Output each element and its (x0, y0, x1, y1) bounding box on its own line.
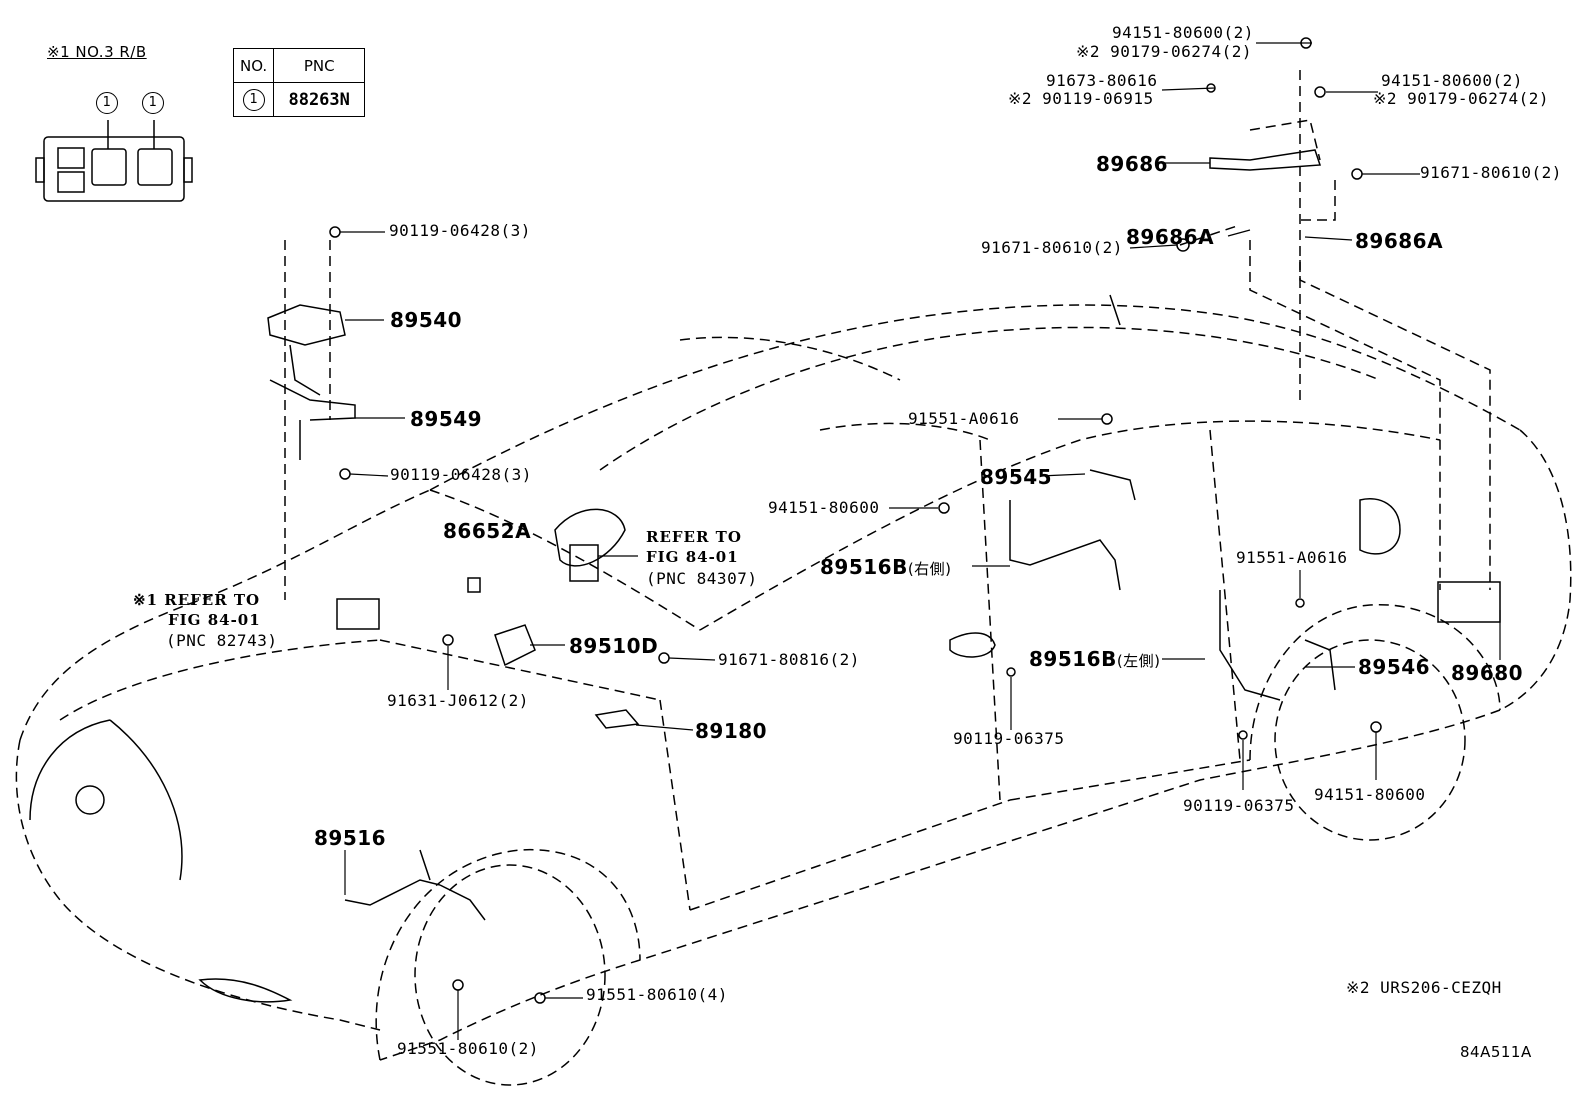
part-label-94151-80600-mid[interactable]: 94151-80600 (768, 498, 880, 517)
part-label-91671-80610-mid[interactable]: 91671-80610(2) (981, 238, 1123, 257)
rb-note: ※1 NO.3 R/B (47, 43, 147, 61)
table-header-pnc: PNC (273, 48, 366, 83)
table-header-no: NO. (232, 48, 275, 83)
part-label-89540[interactable]: 89540 (390, 308, 463, 332)
part-label-90119-06428-top[interactable]: 90119-06428(3) (389, 221, 531, 240)
part-label-89516B-left[interactable]: 89516B(左側) (1029, 647, 1161, 671)
part-label-89680[interactable]: 89680 (1451, 661, 1524, 685)
table-row-pnc: 88263N (273, 82, 366, 117)
part-label-89510D[interactable]: 89510D (569, 634, 659, 658)
refer-84307-line2: FIG 84-01 (646, 548, 739, 566)
part-label-89686A-left[interactable]: 89686A (1126, 225, 1215, 249)
part-label-91551-A0616-top[interactable]: 91551-A0616 (908, 409, 1020, 428)
leader-lines (340, 42, 1501, 1040)
part-label-89686A-right[interactable]: 89686A (1355, 229, 1444, 253)
part-label-90119-06375-right[interactable]: 90119-06375 (1183, 796, 1295, 815)
note-urs206: ※2 URS206-CEZQH (1346, 978, 1502, 997)
part-label-94151-80600-b[interactable]: 94151-80600(2) (1381, 71, 1523, 90)
part-label-89686[interactable]: 89686 (1096, 152, 1169, 176)
part-label-89545[interactable]: 89545 (980, 465, 1053, 489)
callout-2: 1 (142, 92, 164, 114)
part-label-89180[interactable]: 89180 (695, 719, 768, 743)
part-label-89516[interactable]: 89516 (314, 826, 387, 850)
part-label-91551-80610-2[interactable]: 91551-80610(2) (397, 1039, 539, 1058)
pnc-table: NO. PNC 1 88263N (232, 48, 366, 117)
figure-code: 84A511A (1460, 1043, 1532, 1061)
part-label-94151-80600-bottom[interactable]: 94151-80600 (1314, 785, 1426, 804)
part-label-89516B-right[interactable]: 89516B(右側) (820, 555, 952, 579)
refer-82743-line3: (PNC 82743) (166, 631, 278, 650)
callout-1: 1 (96, 92, 118, 114)
part-glyphs (267, 37, 1501, 1004)
refer-82743-line1: ※1 REFER TO (133, 591, 261, 609)
part-label-94151-80600-a[interactable]: 94151-80600(2) (1112, 23, 1254, 42)
part-label-91631-J0612[interactable]: 91631-J0612(2) (387, 691, 529, 710)
relay-block-illustration (35, 120, 193, 202)
part-label-91551-A0616-right[interactable]: 91551-A0616 (1236, 548, 1348, 567)
part-label-89546[interactable]: 89546 (1358, 655, 1431, 679)
table-row-no: 1 (232, 82, 275, 117)
part-label-90119-06428-bottom[interactable]: 90119-06428(3) (390, 465, 532, 484)
part-label-90179-06274-b[interactable]: ※2 90179-06274(2) (1373, 89, 1550, 108)
car-body-outline (15, 70, 1572, 1086)
part-label-91551-80610-4[interactable]: 91551-80610(4) (586, 985, 728, 1004)
part-label-90119-06375-mid[interactable]: 90119-06375 (953, 729, 1065, 748)
car-solid-details (29, 294, 1401, 1003)
part-label-91671-80816[interactable]: 91671-80816(2) (718, 650, 860, 669)
part-label-90119-06915[interactable]: ※2 90119-06915 (1008, 89, 1154, 108)
part-label-86652A[interactable]: 86652A (443, 519, 532, 543)
part-label-90179-06274-a[interactable]: ※2 90179-06274(2) (1076, 42, 1253, 61)
part-label-91671-80610-right[interactable]: 91671-80610(2) (1420, 163, 1562, 182)
refer-84307-line3: (PNC 84307) (646, 569, 758, 588)
refer-84307-line1: REFER TO (646, 528, 742, 546)
refer-82743-line2: FIG 84-01 (168, 611, 261, 629)
part-label-91673-80616[interactable]: 91673-80616 (1046, 71, 1158, 90)
part-label-89549[interactable]: 89549 (410, 407, 483, 431)
